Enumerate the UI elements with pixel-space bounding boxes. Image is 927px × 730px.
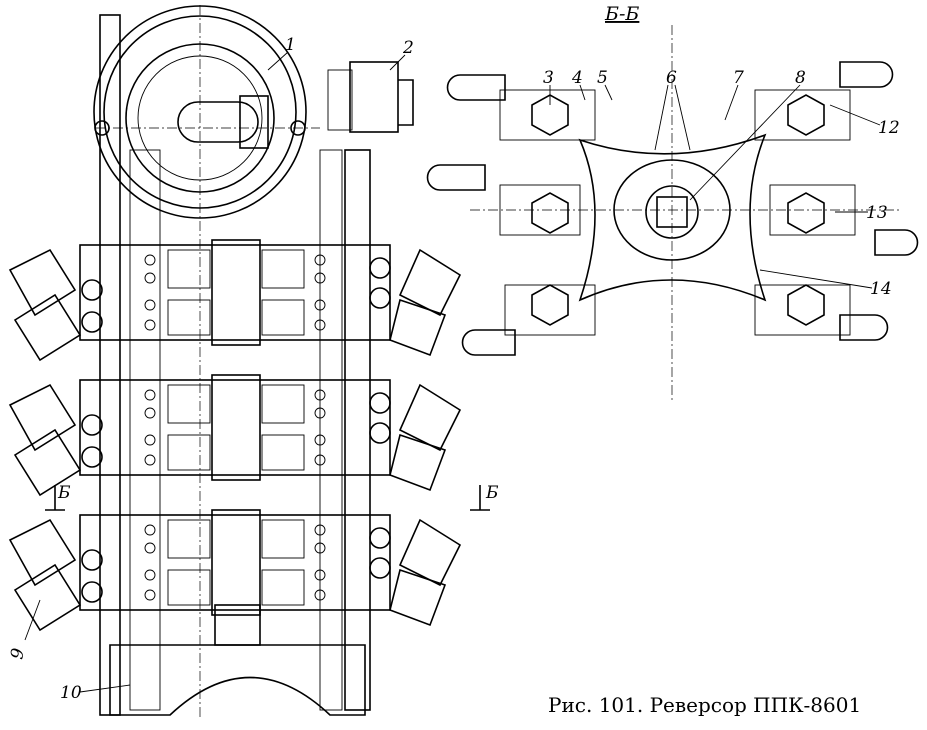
section-marker-left: Б	[57, 483, 71, 503]
figure-caption: Рис. 101. Реверсор ППК-8601	[548, 693, 862, 717]
contactor	[769, 184, 919, 256]
contact-row	[8, 374, 462, 497]
contactor	[754, 61, 894, 141]
contact-row	[8, 509, 462, 632]
callout-3: 3	[543, 68, 554, 88]
contact-row	[8, 239, 462, 362]
cam-star	[578, 133, 767, 302]
callout-4: 4	[571, 68, 583, 88]
callout-8: 8	[795, 68, 806, 88]
callout-5: 5	[597, 68, 608, 88]
contactor	[461, 284, 596, 356]
callout-1: 1	[285, 35, 296, 55]
callout-7: 7	[733, 68, 744, 88]
callout-2: 2	[402, 38, 414, 58]
base	[109, 644, 366, 716]
callout-12: 12	[878, 118, 900, 138]
callout-13: 13	[866, 203, 888, 223]
callout-10: 10	[60, 683, 82, 703]
contactor	[426, 164, 581, 236]
contactor	[754, 284, 889, 341]
section-marker-right: Б	[485, 483, 499, 503]
section-view	[426, 25, 919, 400]
front-view	[8, 5, 490, 720]
callout-9: 9	[7, 647, 29, 661]
callout-14: 14	[870, 279, 892, 299]
section-title: Б-Б	[604, 3, 639, 25]
callout-6: 6	[666, 68, 677, 88]
